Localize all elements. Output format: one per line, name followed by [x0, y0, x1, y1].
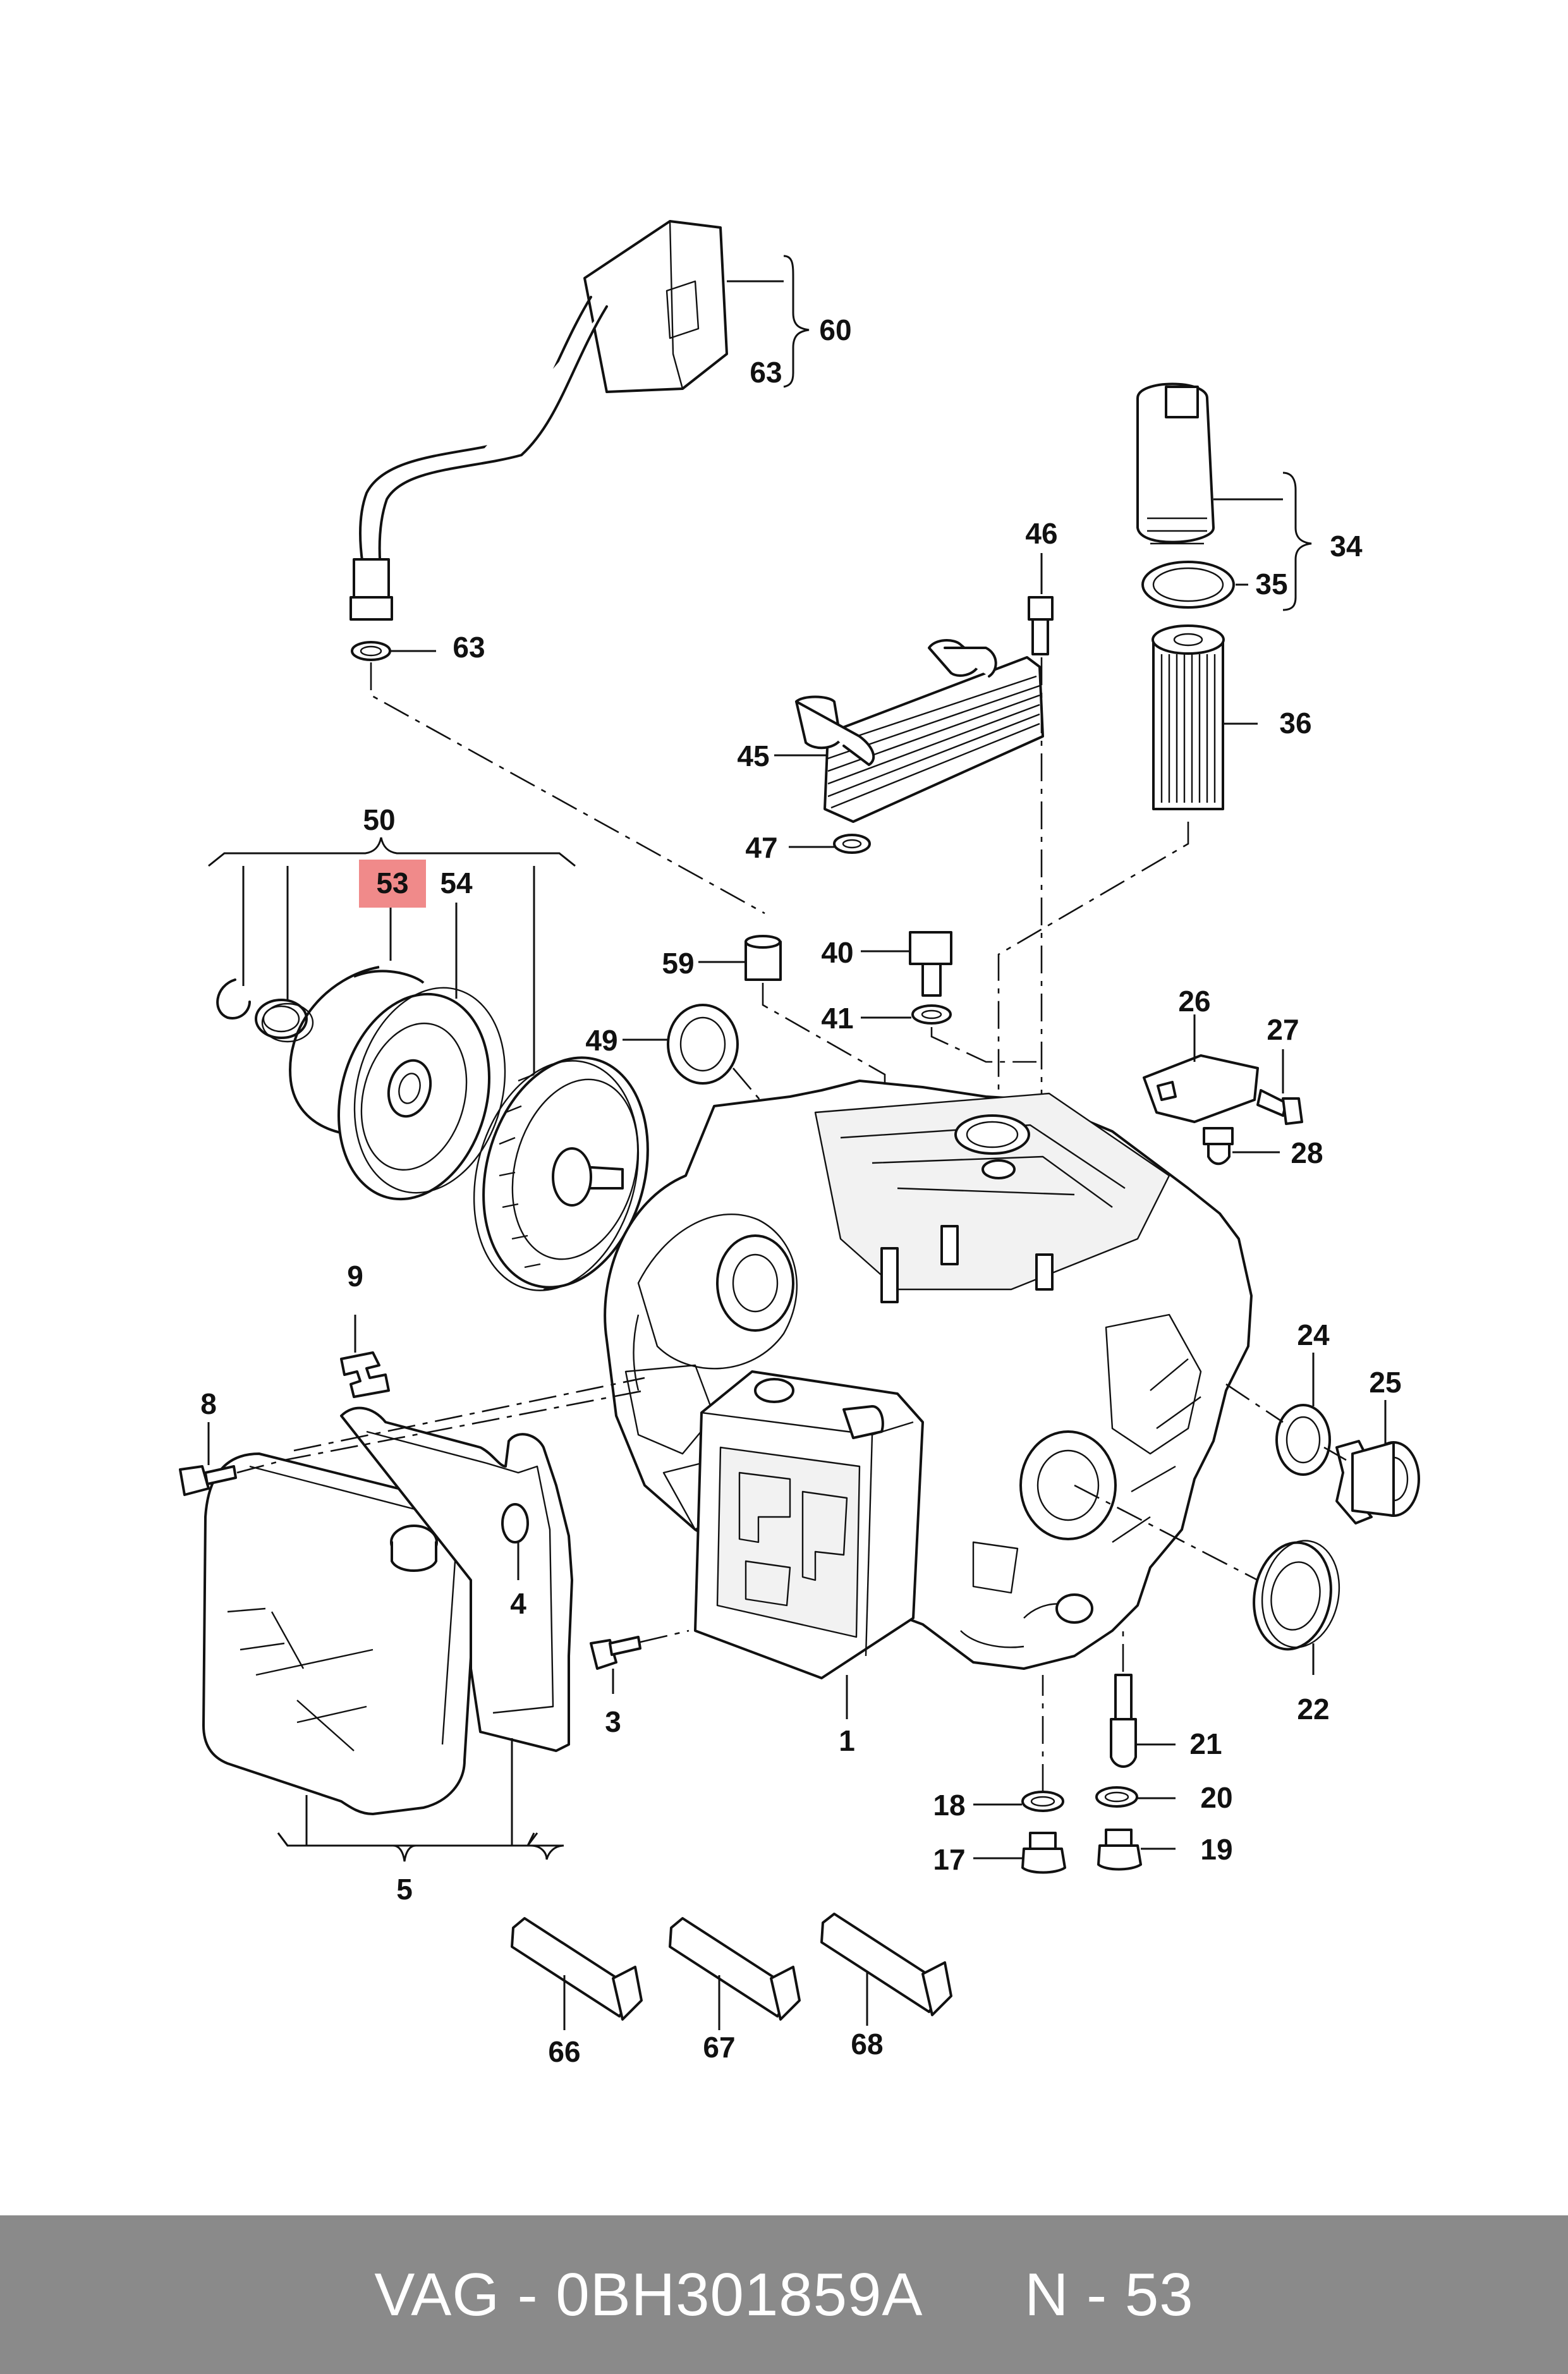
callout-17: 17: [933, 1843, 965, 1876]
overflow-tube-21: [1110, 1674, 1176, 1768]
clip-9: [340, 1315, 390, 1398]
breather-hose-60: [349, 220, 810, 661]
cap-25: [1335, 1400, 1420, 1525]
oil-filter-housing-34: [1136, 382, 1235, 609]
sealant-tube-66: [511, 1917, 643, 2030]
callout-66: 66: [548, 2035, 580, 2068]
bolt-27: [1256, 1049, 1303, 1125]
oil-filter-element-36: [1152, 624, 1225, 810]
callout-53: 53: [376, 867, 408, 899]
callout-26: 26: [1178, 985, 1210, 1018]
bolt-8: [179, 1422, 237, 1496]
callout-34: 34: [1330, 530, 1363, 563]
seal-ring-47: [789, 834, 871, 854]
highlight-box-53: [359, 860, 426, 908]
callout-67: 67: [703, 2031, 735, 2064]
callout-22: 22: [1297, 1693, 1329, 1726]
seal-24: [1275, 1353, 1331, 1476]
callout-24: 24: [1297, 1318, 1330, 1351]
callout-3: 3: [605, 1705, 621, 1738]
callout-1: 1: [839, 1724, 855, 1757]
sensor-26: [1143, 1014, 1259, 1123]
callout-68: 68: [851, 2028, 883, 2061]
plug-17: [973, 1832, 1066, 1874]
callout-28: 28: [1291, 1136, 1323, 1169]
callout-19: 19: [1200, 1833, 1232, 1866]
footer-text: VAG - 0BH301859A N - 53: [374, 2260, 1194, 2328]
callout-27: 27: [1267, 1013, 1299, 1046]
callout-50: 50: [363, 803, 395, 836]
callout-36: 36: [1279, 707, 1311, 740]
part-number-footer: VAG - 0BH301859A N - 53: [0, 2215, 1568, 2374]
oil-seal-49: [623, 1004, 739, 1085]
oil-pan-5: [202, 1452, 478, 1815]
clutch-54: [337, 987, 506, 1201]
callout-49: 49: [585, 1024, 617, 1057]
bolt-3: [590, 1636, 641, 1694]
callout-54: 54: [440, 867, 473, 899]
callout-40: 40: [821, 936, 853, 969]
callout-8: 8: [200, 1387, 217, 1420]
bolt-40: [861, 931, 952, 997]
callout-21: 21: [1189, 1727, 1222, 1760]
sealant-tube-68: [820, 1913, 952, 2026]
seal-ring-41: [861, 1004, 952, 1025]
gasket-4: [340, 1406, 573, 1752]
callout-46: 46: [1025, 517, 1057, 550]
callout-20: 20: [1200, 1781, 1232, 1814]
parts-diagram: 60 63 63 34 35 36 45 46: [179, 220, 1420, 2068]
plug-28: [1203, 1127, 1280, 1166]
spring-washer: [255, 999, 314, 1043]
dual-mass-gear: [473, 1056, 649, 1291]
sleeve-59: [698, 935, 782, 981]
sealant-tube-67: [669, 1917, 801, 2030]
callout-47: 47: [745, 831, 777, 864]
callout-63-upper: 63: [750, 356, 782, 389]
callout-60: 60: [819, 313, 851, 346]
oil-cooler-45: [795, 639, 1044, 823]
callout-41: 41: [821, 1002, 853, 1035]
callout-25: 25: [1369, 1366, 1401, 1399]
bolt-46: [1028, 553, 1054, 655]
callout-59: 59: [662, 947, 694, 980]
callout-35: 35: [1255, 568, 1287, 600]
mechatronic-unit: [694, 1370, 924, 1719]
seal-ring-18: [973, 1791, 1064, 1812]
callout-9: 9: [347, 1260, 363, 1293]
plug-19: [1097, 1829, 1176, 1871]
circlip: [216, 978, 251, 1020]
callout-63-lower: 63: [453, 631, 485, 664]
callout-18: 18: [933, 1789, 965, 1822]
callout-5: 5: [396, 1873, 413, 1906]
callout-45: 45: [737, 740, 769, 772]
callout-4: 4: [510, 1587, 526, 1620]
seal-22: [1253, 1540, 1340, 1675]
seal-ring-20: [1095, 1786, 1176, 1808]
